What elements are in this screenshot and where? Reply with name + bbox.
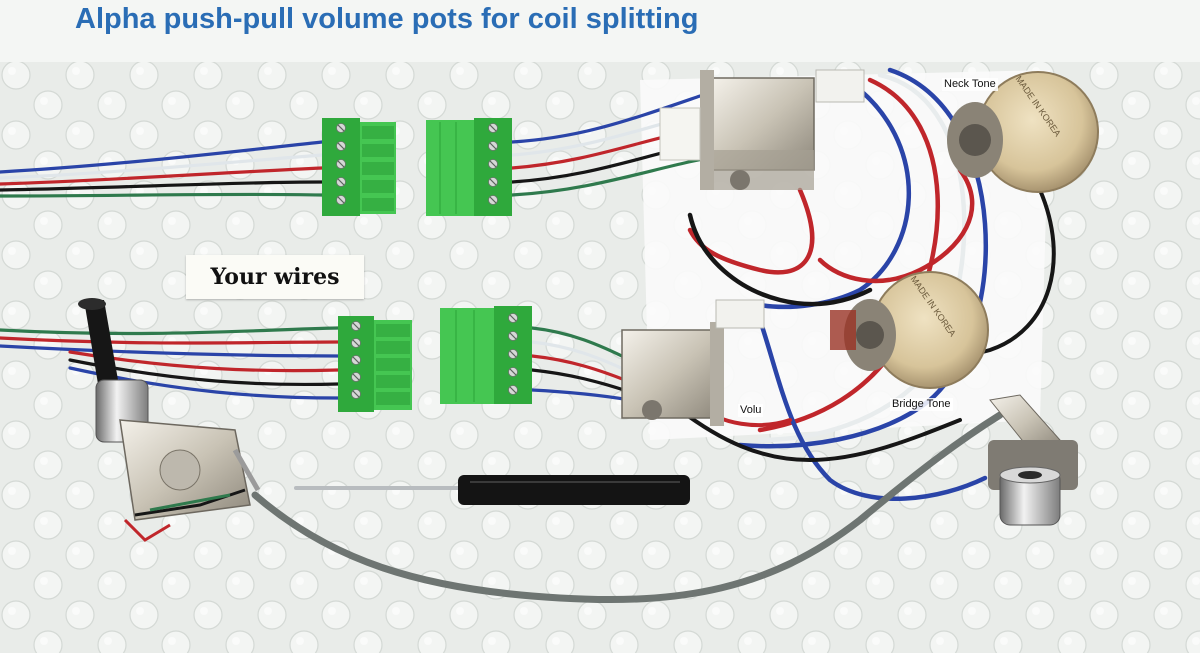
your-wires-card: Your wires <box>186 255 364 299</box>
page-title: Alpha push-pull volume pots for coil spl… <box>75 3 699 35</box>
neck-tone-label: Neck Tone <box>942 78 998 91</box>
bridge-tone-label: Bridge Tone <box>890 398 953 411</box>
volume-label: Volu <box>738 404 764 417</box>
